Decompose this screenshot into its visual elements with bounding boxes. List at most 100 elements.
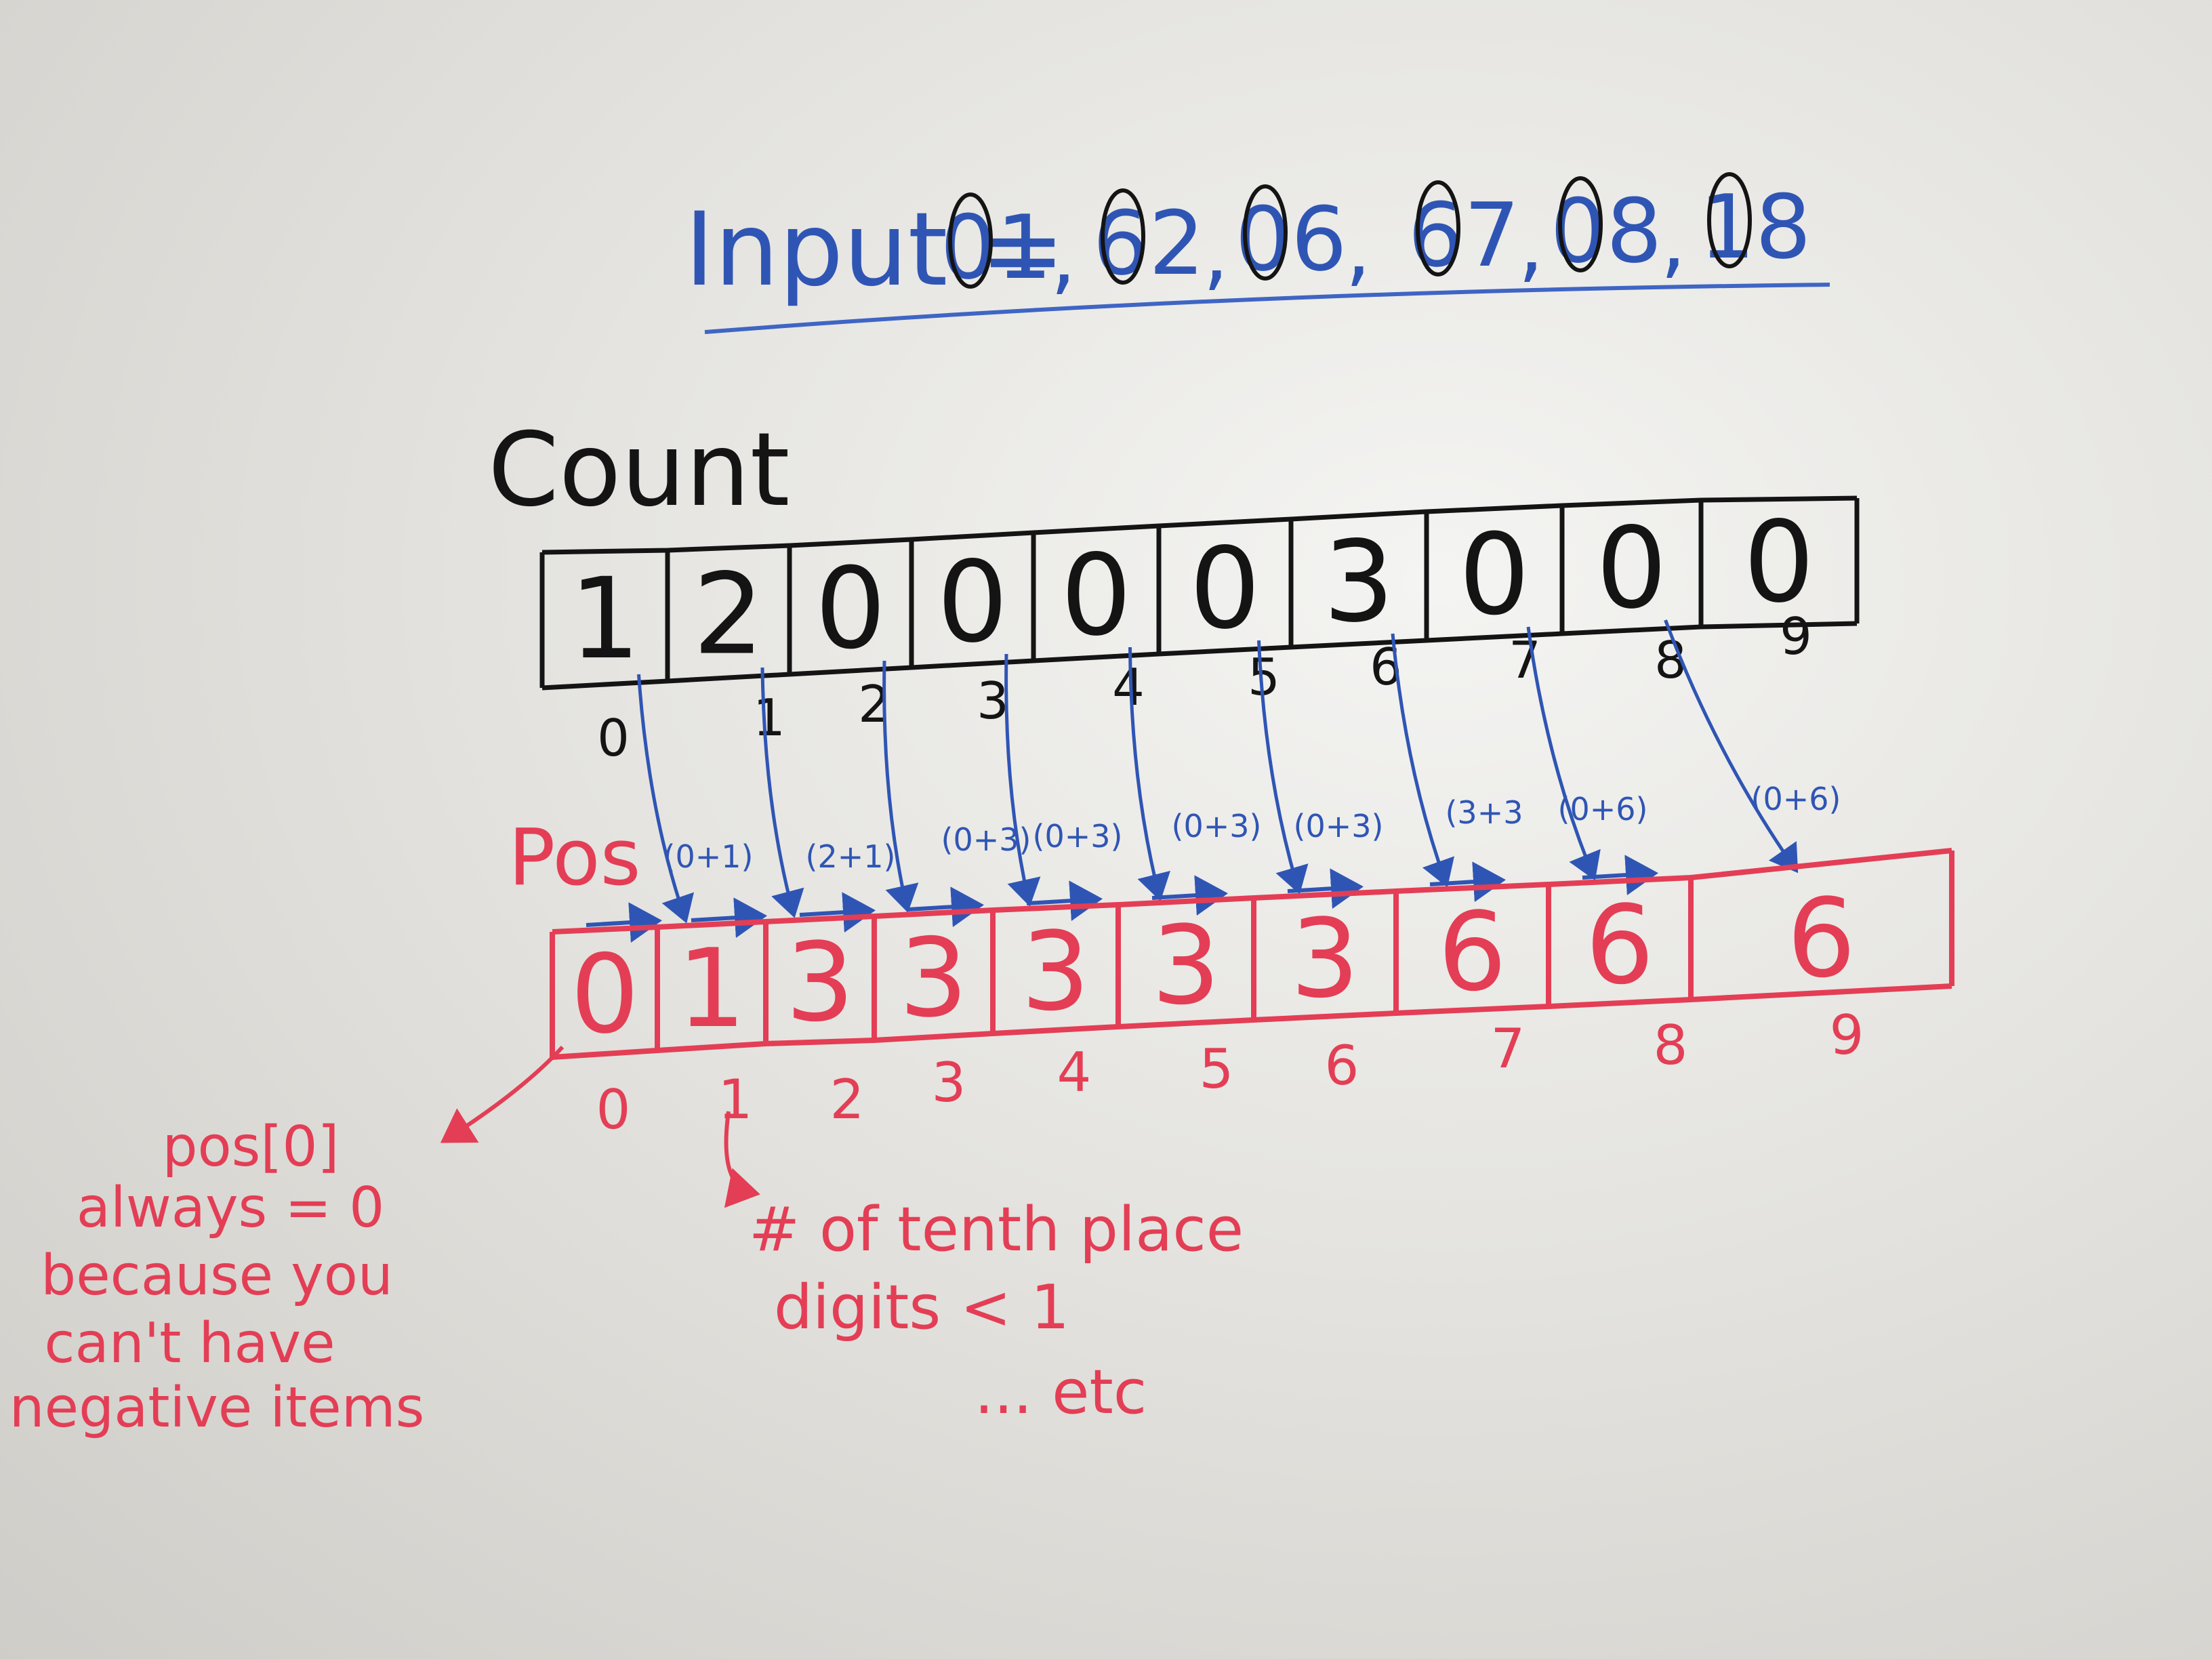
carry-arrow <box>1287 868 1364 909</box>
count-index: 9 <box>1780 607 1812 666</box>
count-cell-value: 1 <box>569 554 640 684</box>
pos-cell-value: 6 <box>1438 888 1507 1015</box>
prefix-sum-label: (3+3 <box>1445 794 1523 831</box>
count-to-pos-arrow <box>1664 619 1799 874</box>
count-to-pos-arrow <box>760 667 804 918</box>
pos-cell-value: 3 <box>1290 895 1359 1022</box>
prefix-sum-label: (0+3) <box>1033 818 1123 855</box>
count-cell-value: 0 <box>937 537 1008 668</box>
count-index: 0 <box>597 708 630 768</box>
input-comma: , <box>1518 198 1544 292</box>
count-to-pos-arrow <box>1004 653 1041 907</box>
count-cell-value: 0 <box>815 544 886 674</box>
carry-arrow <box>799 892 876 933</box>
carry-arrow <box>691 897 767 939</box>
carry-arrow <box>907 886 984 928</box>
input-digit-circle <box>948 192 993 289</box>
prefix-sum-label: (2+1) <box>806 838 896 875</box>
count-cell-value: 0 <box>1459 510 1530 640</box>
count-cell-value: 0 <box>1596 504 1667 634</box>
count-cell-value: 0 <box>1744 497 1815 628</box>
pos-index: 7 <box>1491 1017 1525 1080</box>
pos-index: 8 <box>1654 1014 1688 1077</box>
prefix-sum-label: (0+1) <box>663 838 754 875</box>
count-to-pos-arrow <box>1526 626 1601 881</box>
pos0-note-line: because you <box>41 1244 393 1308</box>
count-cell-value: 0 <box>1061 531 1132 661</box>
input-comma: , <box>1660 194 1686 288</box>
input-digit-circle <box>1416 180 1460 276</box>
count-index: 1 <box>753 688 785 747</box>
input-value: 08 <box>1550 180 1662 283</box>
pos-index: 9 <box>1830 1004 1864 1067</box>
count-cell-value: 2 <box>693 550 764 680</box>
input-value: 06 <box>1235 188 1347 291</box>
prefix-sum-label: (0+3) <box>1172 808 1262 844</box>
pos0-note-arrow <box>440 1045 565 1143</box>
carry-arrow <box>1151 875 1228 916</box>
prefix-sum-label: (0+3) <box>941 821 1031 858</box>
count-cell-value: 0 <box>1189 524 1261 654</box>
input-comma: , <box>1203 206 1229 300</box>
pos-index: 1 <box>718 1068 753 1131</box>
input-value: 18 <box>1699 176 1811 279</box>
pos0-note-line: negative items <box>9 1376 425 1440</box>
pos-index: 3 <box>932 1051 966 1114</box>
pos-title: Pos <box>508 813 641 903</box>
count-to-pos-arrow <box>1128 647 1170 901</box>
carry-arrow <box>1429 861 1506 903</box>
count-to-pos-arrow <box>1391 633 1454 888</box>
pos-index: 0 <box>596 1078 631 1141</box>
pos-cell-value: 3 <box>1151 902 1221 1029</box>
pos-cell-value: 3 <box>785 919 855 1046</box>
pos-cell-value: 0 <box>571 931 640 1058</box>
tenth-note-line: # of tenth place <box>749 1194 1244 1265</box>
pos-cell-value: 3 <box>1021 908 1090 1035</box>
prefix-sum-label: (0+6) <box>1751 781 1841 817</box>
count-title: Count <box>488 411 790 529</box>
count-index: 4 <box>1112 657 1145 717</box>
count-to-pos-arrow <box>882 660 919 913</box>
pos0-note-line: can't have <box>44 1311 335 1376</box>
input-digit-circle <box>1707 172 1752 268</box>
pos-cell-value: 1 <box>677 925 746 1052</box>
count-to-pos-arrow <box>637 674 695 924</box>
input-underline <box>704 283 1830 334</box>
input-comma: , <box>1050 210 1076 304</box>
prefix-sum-label: (0+3) <box>1294 808 1384 844</box>
input-value: 01 <box>940 196 1052 299</box>
input-digit-circle <box>1101 188 1145 285</box>
tenth-note-arrow <box>724 1111 760 1208</box>
input-value: 67 <box>1408 184 1519 287</box>
count-to-pos-arrow <box>1257 640 1309 895</box>
count-cell-value: 3 <box>1324 517 1395 647</box>
input-digit-circle <box>1243 184 1288 281</box>
pos-index: 5 <box>1200 1038 1234 1101</box>
prefix-sum-label: (0+6) <box>1558 791 1648 827</box>
input-digit-circle <box>1558 176 1603 272</box>
tenth-note-line: digits < 1 <box>774 1272 1069 1343</box>
pos0-note-line: pos[0] <box>162 1115 339 1179</box>
carry-arrow <box>1582 855 1658 896</box>
input-values: 01,62,06,67,08,18 <box>940 172 1811 304</box>
count-index: 3 <box>977 671 1009 731</box>
pos-index: 4 <box>1057 1041 1092 1104</box>
input-value: 62 <box>1092 192 1204 295</box>
input-label: Input = <box>684 191 1065 309</box>
prefix-sum-labels: (0+1)(2+1)(0+3)(0+3)(0+3)(0+3)(3+3(0+6)(… <box>663 781 1841 875</box>
input-comma: , <box>1345 202 1371 296</box>
carry-arrow <box>1026 880 1103 922</box>
tenth-note-line: ... etc <box>975 1357 1147 1428</box>
pos-index: 2 <box>830 1068 865 1131</box>
pos-cell-value: 6 <box>1787 875 1856 1002</box>
carry-arrow <box>586 902 662 943</box>
